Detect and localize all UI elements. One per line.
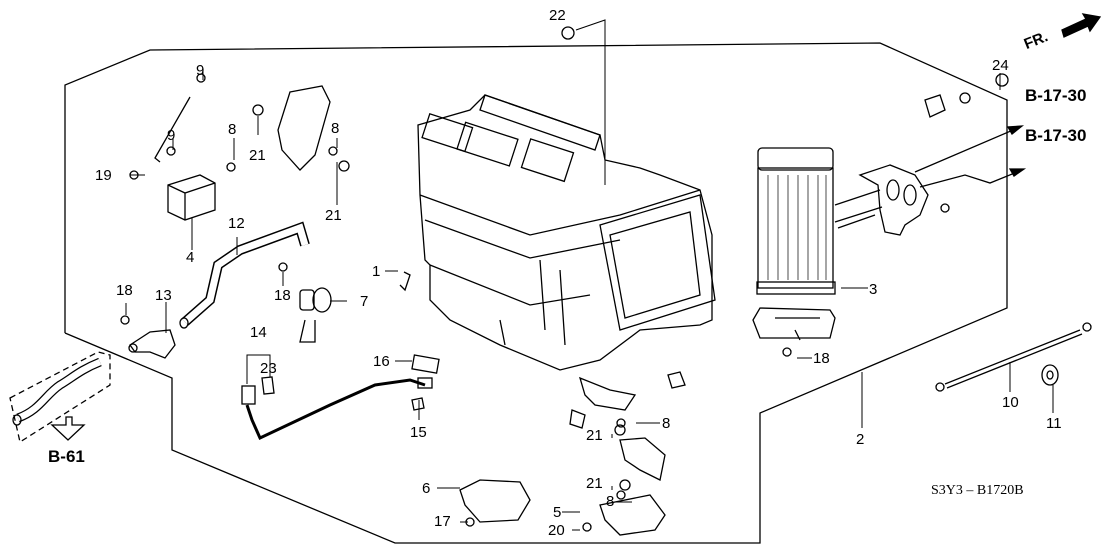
nut-part	[995, 73, 1009, 87]
callout-21: 21	[249, 147, 266, 164]
leader-lines	[125, 19, 1054, 531]
sensor-cable-part	[935, 322, 1092, 392]
hose-part	[179, 221, 310, 329]
reference-link-b-17-30[interactable]: B-17-30	[1025, 86, 1087, 105]
screw-part	[278, 262, 288, 272]
callout-4: 4	[186, 249, 195, 266]
callout-15: 15	[410, 424, 427, 441]
heater-unit-housing	[417, 94, 716, 371]
clip-part	[667, 371, 686, 389]
callout-7: 7	[360, 293, 369, 310]
reference-arrow-lower	[919, 168, 1027, 188]
reference-arrow-upper	[914, 125, 1025, 173]
water-valve-part	[299, 287, 332, 343]
screw-part	[940, 203, 950, 213]
callout-1: 1	[372, 263, 381, 280]
washer-part	[196, 73, 206, 83]
link-arm-part	[619, 437, 666, 481]
core-cover-part	[752, 307, 836, 341]
callout-21: 21	[586, 475, 603, 492]
callout-19: 19	[95, 167, 112, 184]
callout-18: 18	[274, 287, 291, 304]
screw-part	[582, 522, 592, 532]
callout-10: 10	[1002, 394, 1019, 411]
clip-part	[569, 409, 586, 429]
callout-8: 8	[331, 120, 340, 137]
hose-joint-part	[128, 329, 176, 359]
diagram-code: S3Y3 – B1720B	[931, 483, 1024, 498]
assembly-outline	[64, 42, 1008, 544]
callout-17: 17	[434, 513, 451, 530]
callout-9: 9	[167, 127, 176, 144]
washer-part	[226, 162, 236, 172]
callout-5: 5	[553, 504, 562, 521]
clip-part	[399, 271, 411, 292]
callout-21: 21	[325, 207, 342, 224]
drain-cover-part	[459, 479, 531, 523]
screw-part	[782, 347, 792, 357]
screw-part	[120, 315, 130, 325]
washer-part	[616, 490, 626, 500]
washer-part	[328, 146, 338, 156]
callout-12: 12	[228, 215, 245, 232]
callout-2: 2	[856, 431, 865, 448]
reference-link-b-17-30[interactable]: B-17-30	[1025, 126, 1087, 145]
callout-21: 21	[586, 427, 603, 444]
callout-6: 6	[422, 480, 431, 497]
nut-part	[959, 92, 971, 104]
drain-hose-part	[12, 357, 102, 426]
connector-clip-part	[261, 376, 275, 395]
callout-24: 24	[992, 57, 1009, 74]
callout-11: 11	[1046, 415, 1062, 432]
callout-18: 18	[813, 350, 830, 367]
clamp-part	[411, 397, 425, 411]
washer-part	[616, 418, 626, 428]
link-arm-part	[578, 376, 637, 411]
front-direction-arrow-icon	[1061, 13, 1102, 38]
reference-down-arrow-icon	[50, 416, 86, 441]
fastener-part	[338, 160, 350, 172]
callout-8: 8	[662, 415, 671, 432]
motor-part	[599, 494, 666, 536]
drain-hose-dashed-box	[9, 351, 111, 444]
callout-13: 13	[155, 287, 172, 304]
bracket-part	[924, 94, 946, 118]
fastener-part	[252, 104, 264, 116]
callout-18: 18	[116, 282, 133, 299]
callout-3: 3	[869, 281, 878, 298]
callout-14: 14	[250, 324, 267, 341]
actuator-part	[167, 174, 216, 221]
reference-link-b-61[interactable]: B-61	[48, 447, 85, 466]
callout-9: 9	[196, 62, 205, 79]
callout-16: 16	[373, 353, 390, 370]
bolt-part	[561, 26, 575, 40]
heater-core-part	[756, 147, 929, 295]
fastener-part	[614, 424, 626, 436]
callout-20: 20	[548, 522, 565, 539]
callout-22: 22	[549, 7, 566, 24]
washer-part	[166, 146, 176, 156]
callout-8: 8	[606, 493, 615, 510]
seal-pad-part	[411, 354, 440, 374]
fastener-part	[619, 479, 631, 491]
callout-23: 23	[260, 360, 277, 377]
callout-8: 8	[228, 121, 237, 138]
wire-harness-part	[241, 377, 433, 441]
link-arm-part	[277, 85, 331, 171]
link-rod-part	[154, 96, 191, 163]
grommet-part	[1041, 364, 1059, 386]
